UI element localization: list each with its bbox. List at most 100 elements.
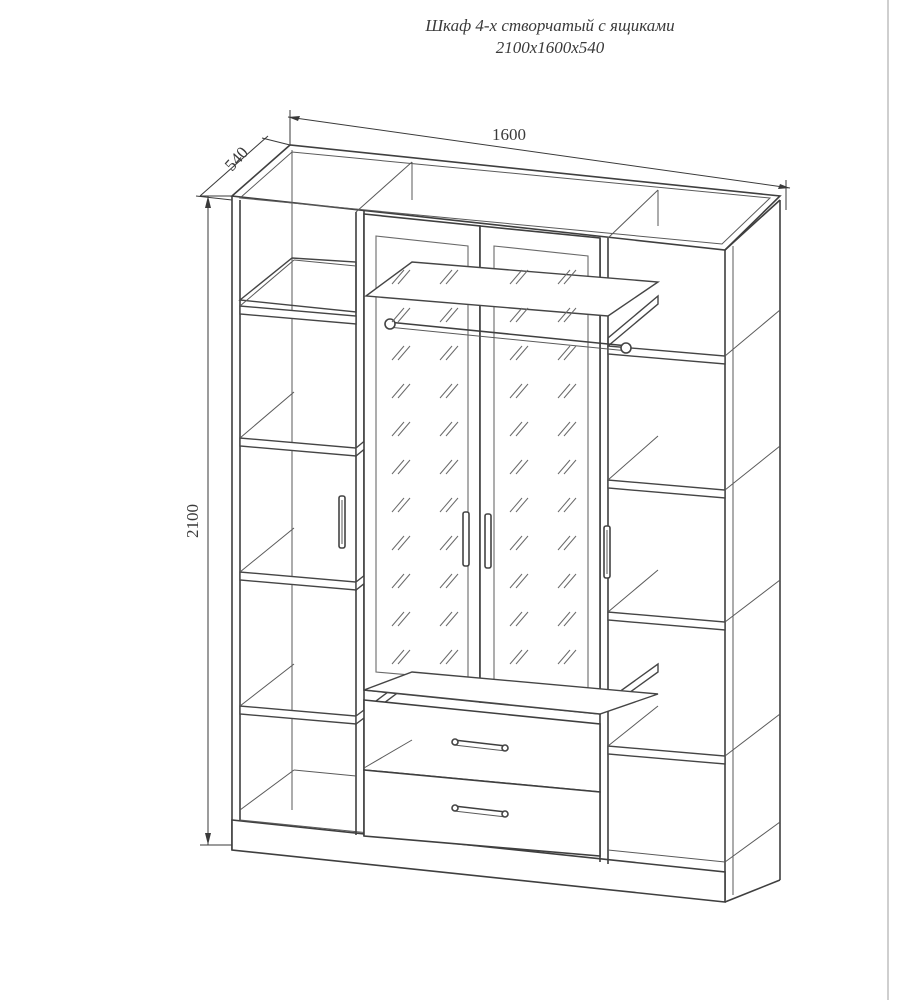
mirror-hatch-stroke <box>397 307 411 323</box>
mirror-hatch-stroke <box>439 307 453 323</box>
mirror-hatch-stroke <box>563 459 577 475</box>
mirror-hatch-stroke <box>439 535 453 551</box>
mirror-hatch-stroke <box>515 307 529 323</box>
mirror-hatch-stroke <box>509 269 523 285</box>
depth-label: 540 <box>221 143 252 175</box>
mirror-hatch-stroke <box>397 459 411 475</box>
mirror-hatch-stroke <box>557 573 571 589</box>
mirror-hatch-stroke <box>563 269 577 285</box>
mirror-hatch-stroke <box>557 649 571 665</box>
mirror-hatch-stroke <box>391 649 405 665</box>
drawer-2-handle <box>451 804 509 818</box>
right-door-handle <box>603 525 611 579</box>
mirror-hatch-stroke <box>515 535 529 551</box>
mirror-hatch-stroke <box>439 421 453 437</box>
width-label: 1600 <box>492 125 526 144</box>
mirror-hatch-stroke <box>439 459 453 475</box>
mirror-hatch-stroke <box>445 345 459 361</box>
height-label: 2100 <box>183 504 202 538</box>
mirror-hatch-stroke <box>563 649 577 665</box>
mirror-hatch-stroke <box>397 345 411 361</box>
mirror-hatch-stroke <box>557 383 571 399</box>
drawing-title: Шкаф 4-х створчатый с ящиками <box>425 16 675 35</box>
mirror-hatch-stroke <box>509 345 523 361</box>
mirror-hatch-stroke <box>557 345 571 361</box>
mirror-hatch-stroke <box>391 459 405 475</box>
mirror-hatching <box>391 269 577 665</box>
mirror-hatch-stroke <box>439 383 453 399</box>
mirror-hatch-stroke <box>445 383 459 399</box>
mirror-hatch-stroke <box>563 535 577 551</box>
mirror-hatch-stroke <box>563 421 577 437</box>
left-door-handle <box>338 495 346 549</box>
mirror-hatch-stroke <box>397 269 411 285</box>
mirror-hatch-stroke <box>397 535 411 551</box>
mirror-hatch-stroke <box>397 649 411 665</box>
mirror-hatch-stroke <box>391 269 405 285</box>
mirror-hatch-stroke <box>563 611 577 627</box>
mirror-hatch-stroke <box>391 307 405 323</box>
mirror-hatch-stroke <box>563 345 577 361</box>
mirror-hatch-stroke <box>557 269 571 285</box>
mirror-hatch-stroke <box>563 307 577 323</box>
mirror-hatch-stroke <box>391 497 405 513</box>
mirror-hatch-stroke <box>515 421 529 437</box>
mirror-hatch-stroke <box>515 649 529 665</box>
height-dimension: 2100 <box>183 195 236 846</box>
center-left-handle <box>462 511 470 567</box>
mirror-hatch-stroke <box>445 459 459 475</box>
mirror-hatch-stroke <box>509 649 523 665</box>
mirror-hatch-stroke <box>445 573 459 589</box>
mirror-hatch-stroke <box>557 611 571 627</box>
mirror-hatch-stroke <box>391 535 405 551</box>
mirror-hatch-stroke <box>563 573 577 589</box>
mirror-hatch-stroke <box>445 535 459 551</box>
mirror-hatch-stroke <box>397 421 411 437</box>
mirror-hatch-stroke <box>509 383 523 399</box>
mirror-hatch-stroke <box>445 307 459 323</box>
mirror-hatch-stroke <box>391 345 405 361</box>
mirror-hatch-stroke <box>397 497 411 513</box>
mirror-hatch-stroke <box>397 573 411 589</box>
mirror-hatch-stroke <box>391 573 405 589</box>
mirror-hatch-stroke <box>391 383 405 399</box>
mirror-hatch-stroke <box>439 345 453 361</box>
width-dimension: 1600 <box>287 110 791 210</box>
mirror-hatch-stroke <box>515 459 529 475</box>
mirror-hatch-stroke <box>509 421 523 437</box>
mirror-hatch-stroke <box>391 611 405 627</box>
drawers <box>363 671 659 857</box>
mirror-hatch-stroke <box>445 421 459 437</box>
mirror-hatch-stroke <box>509 307 523 323</box>
mirror-hatch-stroke <box>557 307 571 323</box>
mirror-hatch-stroke <box>439 573 453 589</box>
center-doors <box>363 213 661 715</box>
drawer-1-handle <box>451 738 509 752</box>
mirror-hatch-stroke <box>557 497 571 513</box>
mirror-hatch-stroke <box>515 497 529 513</box>
mirror-hatch-stroke <box>397 383 411 399</box>
mirror-hatch-stroke <box>509 459 523 475</box>
mirror-hatch-stroke <box>397 611 411 627</box>
mirror-hatch-stroke <box>515 611 529 627</box>
mirror-hatch-stroke <box>515 383 529 399</box>
mirror-hatch-stroke <box>445 497 459 513</box>
mirror-hatch-stroke <box>391 421 405 437</box>
mirror-hatch-stroke <box>509 535 523 551</box>
mirror-hatch-stroke <box>515 269 529 285</box>
mirror-hatch-stroke <box>557 535 571 551</box>
mirror-hatch-stroke <box>515 345 529 361</box>
mirror-hatch-stroke <box>563 383 577 399</box>
mirror-hatch-stroke <box>439 649 453 665</box>
drawing-subtitle-dimensions: 2100х1600х540 <box>495 38 605 57</box>
mirror-hatch-stroke <box>509 573 523 589</box>
mirror-hatch-stroke <box>509 611 523 627</box>
mirror-hatch-stroke <box>557 421 571 437</box>
mirror-hatch-stroke <box>445 649 459 665</box>
mirror-hatch-stroke <box>445 611 459 627</box>
mirror-hatch-stroke <box>509 497 523 513</box>
mirror-hatch-stroke <box>445 269 459 285</box>
mirror-hatch-stroke <box>557 459 571 475</box>
